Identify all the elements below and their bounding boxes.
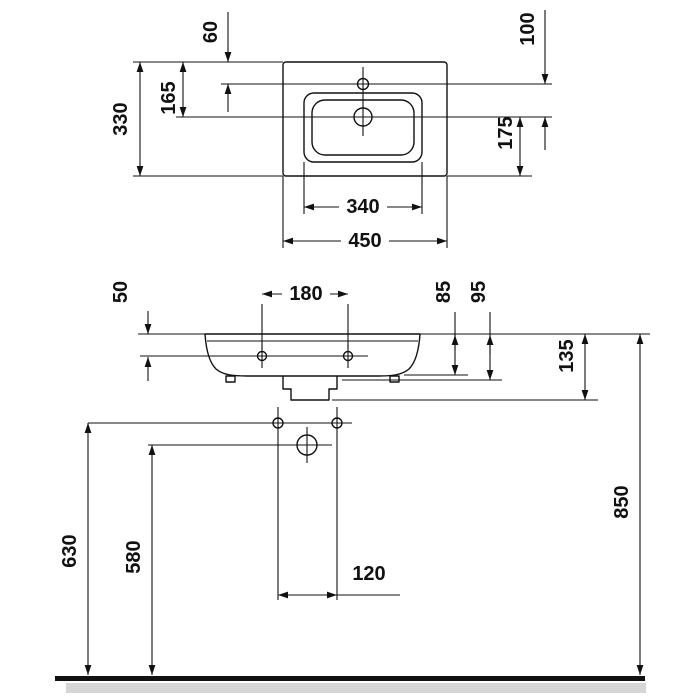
dim-label-85: 85: [433, 281, 455, 303]
wall-fixing-group: [88, 407, 352, 600]
taphole: [356, 77, 370, 91]
dim-label-50: 50: [110, 281, 132, 303]
wall-fixing-hole-left: [272, 417, 284, 429]
dim-label-135: 135: [556, 339, 578, 372]
front-view-dimension-labels: 50 180 85 95 135 630 580 120 850: [59, 281, 633, 585]
dim-label-120: 120: [352, 563, 385, 585]
dim-label-180: 180: [289, 283, 322, 305]
lower-dimension-lines: [84, 423, 400, 675]
dim-label-60: 60: [200, 21, 222, 43]
waste-outlet-hole: [296, 434, 318, 456]
dim-label-580: 580: [123, 540, 145, 573]
dim-label-165: 165: [158, 81, 180, 114]
basin-outline-top: [282, 61, 448, 177]
floor-line: [55, 676, 645, 681]
dim-label-850: 850: [611, 485, 633, 518]
dim-label-100: 100: [517, 12, 539, 45]
drain-trap-outline: [282, 376, 338, 401]
top-view: [176, 61, 552, 177]
dim-label-330: 330: [110, 102, 132, 135]
dim-label-95: 95: [468, 281, 490, 303]
dim-label-340: 340: [346, 196, 379, 218]
dim-label-450: 450: [348, 230, 381, 252]
wall-fixing-hole-right: [331, 417, 343, 429]
mounting-bracket-right: [389, 375, 400, 383]
front-view-extension-lines: [138, 304, 650, 401]
floor-shadow: [66, 683, 646, 693]
mounting-bracket-left: [225, 375, 236, 383]
dim-label-630: 630: [59, 534, 81, 567]
front-view: [140, 333, 421, 401]
basin-outline-front: [204, 333, 421, 377]
dim-label-175: 175: [495, 116, 517, 149]
top-view-dimension-labels: 330 165 60 100 175 340 450: [110, 12, 539, 252]
floor: [55, 676, 646, 693]
drain-hole: [353, 107, 373, 127]
